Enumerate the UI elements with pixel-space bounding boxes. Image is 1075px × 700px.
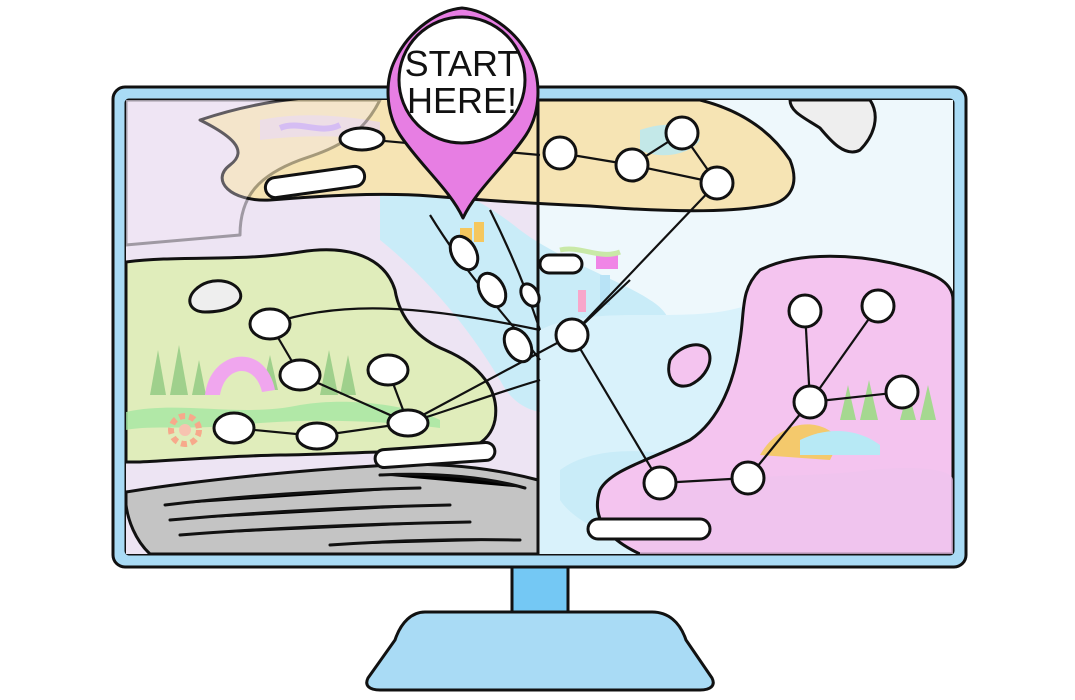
map-node[interactable] <box>517 281 543 310</box>
map-node[interactable] <box>338 126 386 152</box>
map-node[interactable] <box>884 374 920 410</box>
path-nodes <box>212 115 920 501</box>
map-labels <box>263 164 712 541</box>
map-node[interactable] <box>212 411 256 445</box>
map-node[interactable] <box>860 288 896 324</box>
map-node[interactable] <box>445 231 484 274</box>
monitor-stand <box>365 553 715 692</box>
map-node[interactable] <box>366 353 410 387</box>
map-node[interactable] <box>642 465 678 501</box>
map-node[interactable] <box>614 147 650 183</box>
open-book <box>126 100 540 554</box>
start-here-pin[interactable]: START HERE! <box>386 6 540 220</box>
gear-icon <box>168 413 202 447</box>
map-node[interactable] <box>248 307 292 341</box>
pin-label-line1: START <box>405 43 520 84</box>
map-node[interactable] <box>664 115 700 151</box>
map-screen <box>126 100 953 554</box>
map-node[interactable] <box>787 293 823 329</box>
map-node[interactable] <box>699 165 735 201</box>
pin-label-line2: HERE! <box>407 80 517 121</box>
map-node[interactable] <box>730 460 766 496</box>
map-node[interactable] <box>499 323 538 366</box>
map-node[interactable] <box>295 421 339 451</box>
map-node[interactable] <box>473 268 512 311</box>
map-node[interactable] <box>542 135 578 171</box>
map-node[interactable] <box>278 358 322 392</box>
map-node[interactable] <box>554 317 590 353</box>
map-node[interactable] <box>386 408 430 438</box>
map-node[interactable] <box>792 384 828 420</box>
